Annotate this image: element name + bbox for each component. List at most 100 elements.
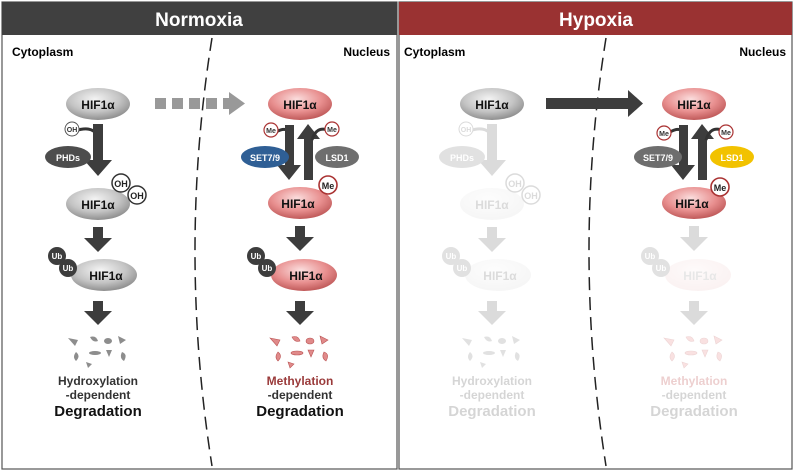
cytoplasm-label: Cytoplasm	[12, 45, 73, 59]
caption-line-1: Hydroxylation	[58, 374, 138, 388]
lsd1-label: LSD1	[720, 153, 743, 163]
hif1a-label: HIF1α	[677, 98, 711, 112]
ub-label: Ub	[52, 252, 63, 261]
panel-header	[399, 2, 792, 35]
oh-badge	[111, 173, 131, 193]
hypoxia-panel: Hypoxia Cytoplasm Nucleus	[398, 1, 793, 470]
lsd1-enzyme	[710, 146, 754, 168]
down-arrow	[84, 227, 112, 252]
phds-enzyme	[439, 146, 485, 168]
down-arrow	[478, 227, 506, 252]
caption-line-2: -dependent	[662, 388, 727, 402]
down-arrow	[478, 301, 506, 325]
caption-line-2: -dependent	[460, 388, 525, 402]
caption-line-3: Degradation	[256, 403, 344, 420]
down-arrow	[286, 226, 314, 251]
hif1a-protein	[662, 88, 726, 120]
caption-line-3: Degradation	[650, 403, 738, 420]
lsd1-label: LSD1	[325, 153, 348, 163]
down-arrow	[680, 226, 708, 251]
set79-label: SET7/9	[643, 153, 673, 163]
hif1a-label: HIF1α	[483, 269, 517, 283]
me-badge	[710, 177, 730, 197]
hif1a-label: HIF1α	[675, 197, 709, 211]
oh-badge	[127, 185, 147, 205]
oh-label: OH	[461, 127, 472, 134]
me-label: Me	[714, 183, 727, 193]
demethylation-arrow	[691, 124, 714, 180]
normoxia-hydroxylation-pathway: HIF1α OH PHDs HIF1α OH OH HIF1α Ub Ub	[45, 88, 147, 420]
hif1a-protein	[71, 259, 137, 291]
hif1a-protein	[66, 88, 130, 120]
ubiquitin	[453, 259, 471, 277]
methylation-arrow	[671, 125, 695, 180]
caption-line-2: -dependent	[268, 388, 333, 402]
set79-enzyme	[241, 146, 289, 168]
hif1a-protein	[662, 187, 726, 219]
oh-badge	[458, 121, 474, 137]
down-arrow	[478, 124, 506, 176]
degradation-fragments	[269, 335, 329, 369]
panel-frame	[1, 1, 398, 470]
ub-label: Ub	[262, 264, 273, 273]
caption-line-1: Hydroxylation	[452, 374, 532, 388]
oh-label: OH	[508, 179, 522, 189]
caption-line-2: -dependent	[66, 388, 131, 402]
hif1a-label: HIF1α	[289, 269, 323, 283]
me-badge	[318, 175, 338, 195]
me-label: Me	[266, 128, 276, 135]
caption-line-3: Degradation	[54, 403, 142, 420]
oh-label: OH	[524, 191, 538, 201]
hif1a-label: HIF1α	[475, 98, 509, 112]
hif1a-label: HIF1α	[89, 269, 123, 283]
ub-label: Ub	[457, 264, 468, 273]
down-arrow	[84, 301, 112, 325]
caption-line-1: Methylation	[267, 374, 334, 388]
hif1a-label: HIF1α	[81, 198, 115, 212]
panel-header	[2, 2, 397, 35]
hif1a-protein	[268, 187, 332, 219]
nuclear-membrane	[588, 37, 607, 467]
me-badge	[263, 122, 279, 138]
hif1a-protein	[268, 88, 332, 120]
cytoplasm-label: Cytoplasm	[404, 45, 465, 59]
me-badge	[656, 125, 672, 141]
hypoxia-translocation-arrow	[546, 90, 643, 117]
set79-enzyme	[634, 146, 682, 168]
ub-label: Ub	[645, 252, 656, 261]
ub-label: Ub	[63, 264, 74, 273]
inactive-degradation-steps: HIF1α Ub Ub Methylation -dependent Degra…	[641, 226, 738, 420]
me-label: Me	[327, 127, 337, 134]
hif1a-label: HIF1α	[475, 198, 509, 212]
set79-label: SET7/9	[250, 153, 280, 163]
hif1a-protein	[460, 188, 524, 220]
nucleus-label: Nucleus	[739, 45, 786, 59]
down-arrow	[286, 301, 314, 325]
oh-badge	[505, 173, 525, 193]
caption-line-1: Methylation	[661, 374, 728, 388]
hypoxia-methylation-pathway: HIF1α Me Me SET7/9 LSD1 HIF1α Me HIF1α U…	[634, 88, 754, 420]
ubiquitin	[442, 247, 460, 265]
degradation-fragments	[663, 335, 723, 369]
caption-line-3: Degradation	[448, 403, 536, 420]
oh-badge	[521, 185, 541, 205]
me-label: Me	[322, 181, 335, 191]
hif1a-label: HIF1α	[683, 269, 717, 283]
ubiquitin	[641, 247, 659, 265]
panel-title: Normoxia	[155, 10, 243, 31]
oh-badge	[64, 121, 80, 137]
phds-label: PHDs	[450, 153, 474, 163]
ub-label: Ub	[446, 252, 457, 261]
phds-enzyme	[45, 146, 91, 168]
hif1a-protein	[460, 88, 524, 120]
hif1a-protein	[665, 259, 731, 291]
ubiquitin	[652, 259, 670, 277]
ubiquitin	[258, 259, 276, 277]
down-arrow	[84, 124, 112, 176]
me-label: Me	[659, 131, 669, 138]
ub-label: Ub	[251, 252, 262, 261]
ubiquitin	[48, 247, 66, 265]
methylation-arrow	[277, 125, 301, 180]
